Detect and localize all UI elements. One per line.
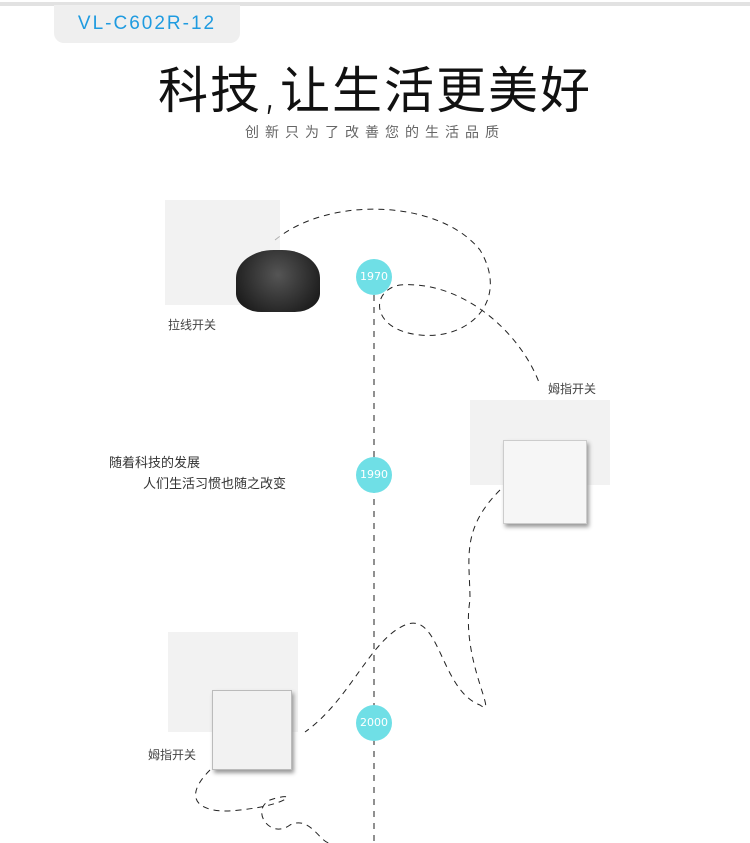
model-badge: VL-C602R-12 — [54, 5, 240, 43]
page-title: 科技,让生活更美好 — [158, 62, 592, 120]
year-badge-2000: 2000 — [356, 705, 392, 741]
double-rocker-switch-image — [212, 690, 292, 770]
label-thumb-switch-2: 姆指开关 — [148, 748, 197, 762]
caption-line-1: 随着科技的发展 — [109, 456, 201, 471]
label-pull-switch: 拉线开关 — [168, 318, 217, 332]
label-thumb-switch-1: 姆指开关 — [548, 382, 597, 396]
caption-line-2: 人们生活习惯也随之改变 — [143, 477, 287, 492]
year-badge-1990: 1990 — [356, 457, 392, 493]
top-divider — [0, 2, 750, 6]
thumb-switch-image — [503, 440, 587, 524]
page-subtitle: 创新只为了改善您的生活品质 — [245, 125, 505, 141]
year-badge-1970: 1970 — [356, 259, 392, 295]
pull-switch-image — [236, 250, 320, 312]
